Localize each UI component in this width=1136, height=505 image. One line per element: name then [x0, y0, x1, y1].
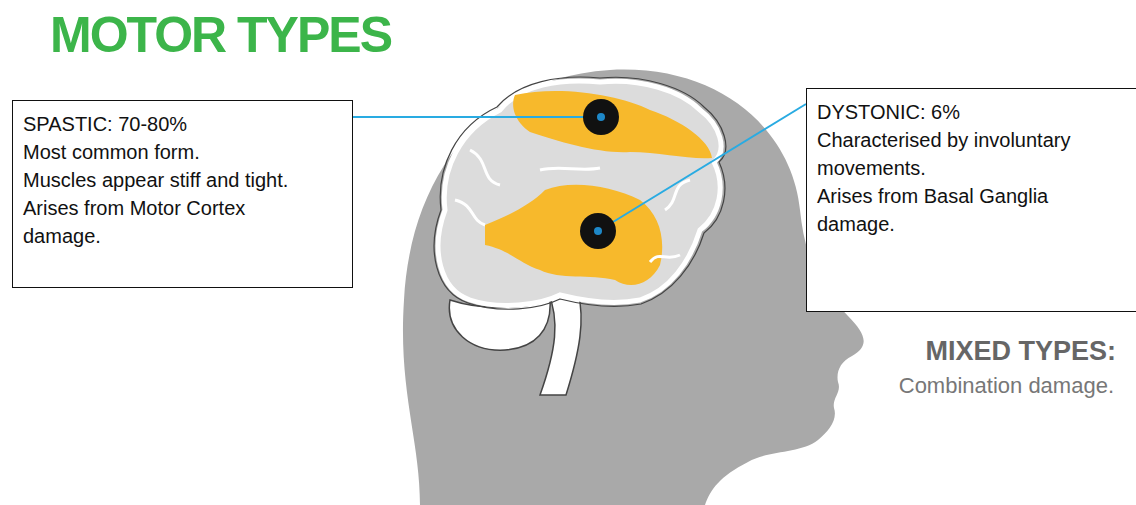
- type-heading: SPASTIC: 70-80%: [23, 110, 313, 138]
- type-description: Muscles appear stiff and tight. Arises f…: [23, 166, 313, 250]
- brain-outline: [438, 81, 721, 306]
- type-heading: DYSTONIC: 6%: [817, 98, 1117, 126]
- diagram-title: MOTOR TYPES: [50, 10, 391, 60]
- lesion-dot: [580, 213, 616, 249]
- brain-outline-edge: [434, 77, 726, 309]
- leader-line: [353, 116, 584, 118]
- type-description: Characterised by involuntary movements.: [817, 126, 1117, 182]
- section-heading: MIXED TYPES:: [925, 336, 1116, 367]
- callout-box: DYSTONIC: 6%Characterised by involuntary…: [806, 88, 1136, 312]
- type-description: Most common form.: [23, 138, 313, 166]
- callout-box: SPASTIC: 70-80%Most common form.Muscles …: [12, 100, 353, 288]
- basal-ganglia-region: [485, 185, 662, 285]
- head-silhouette: [403, 70, 864, 505]
- lesion-dot: [583, 99, 619, 135]
- leader-line: [613, 104, 806, 222]
- lesion-center: [597, 113, 605, 121]
- type-description: Arises from Basal Ganglia damage.: [817, 182, 1117, 238]
- brain-gyri: [455, 150, 690, 262]
- lesion-center: [594, 227, 602, 235]
- motor-cortex-region: [513, 91, 712, 158]
- section-note: Combination damage.: [899, 373, 1114, 399]
